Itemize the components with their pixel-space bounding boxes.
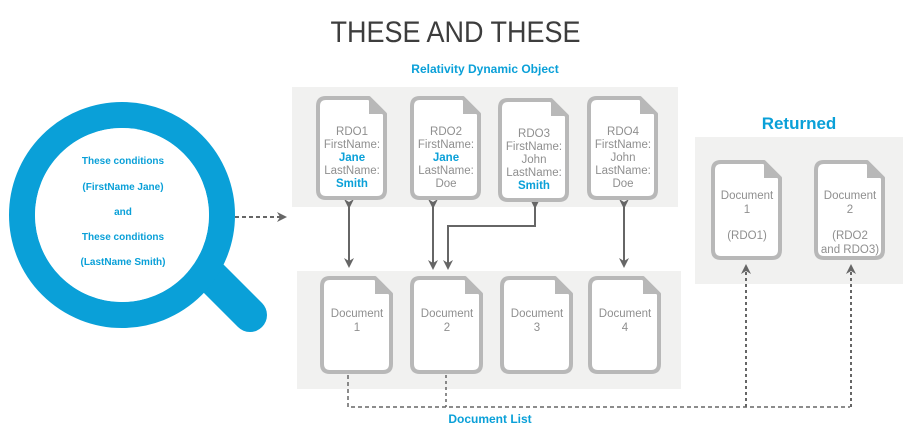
document-icon xyxy=(587,96,658,200)
returned-document-name: Document xyxy=(720,190,774,202)
document-card-3: Document 3 xyxy=(500,276,574,374)
rdo-section-label: Relativity Dynamic Object xyxy=(411,62,559,76)
rdo-id: RDO4 xyxy=(607,126,639,138)
first-name-value: Jane xyxy=(338,152,366,164)
returned-document-card-1: Document 1 (RDO1) xyxy=(711,160,783,260)
link-rdo3-doc2 xyxy=(443,199,540,270)
last-name-label: LastName: xyxy=(595,165,651,177)
returned-document-name: Document xyxy=(823,190,877,202)
first-name-label: FirstName: xyxy=(505,141,563,153)
returned-document-card-2: Document 2 (RDO2 and RDO3) xyxy=(814,160,886,260)
document-number: 4 xyxy=(621,322,629,334)
returned-document-number: 1 xyxy=(743,204,751,216)
document-card-4: Document 4 xyxy=(588,276,662,374)
last-name-value: Smith xyxy=(518,180,550,192)
document-list-label: Document List xyxy=(448,412,532,426)
first-name-label: FirstName: xyxy=(323,139,381,151)
magnifier-ring xyxy=(9,102,235,328)
document-name: Document xyxy=(598,308,652,320)
diagram-title: THESE AND THESE xyxy=(330,16,581,49)
document-number: 3 xyxy=(533,322,541,334)
search-condition-line: These conditions xyxy=(81,156,165,167)
document-icon xyxy=(316,96,387,200)
search-condition-line: These conditions xyxy=(81,232,165,243)
magnifying-glass-icon xyxy=(9,102,267,332)
return-path-base xyxy=(347,375,850,408)
document-number: 2 xyxy=(443,322,451,334)
returned-document-note: (RDO1) xyxy=(727,230,767,242)
rdo-id: RDO3 xyxy=(518,128,550,140)
first-name-value: Jane xyxy=(432,152,460,164)
first-name-value: John xyxy=(521,154,547,166)
search-condition-line: (LastName Smith) xyxy=(80,257,166,268)
last-name-label: LastName: xyxy=(506,167,562,179)
returned-label: Returned xyxy=(761,114,837,133)
document-icon xyxy=(410,276,483,374)
document-icon xyxy=(410,96,481,200)
document-card-2: Document 2 xyxy=(410,276,484,374)
first-name-label: FirstName: xyxy=(594,139,652,151)
last-name-label: LastName: xyxy=(324,165,380,177)
search-condition-line: (FirstName Jane) xyxy=(82,182,164,193)
last-name-value: Smith xyxy=(336,178,368,190)
returned-document-number: 2 xyxy=(846,204,854,216)
document-name: Document xyxy=(420,308,474,320)
last-name-label: LastName: xyxy=(418,165,474,177)
document-number: 1 xyxy=(353,322,361,334)
document-card-1: Document 1 xyxy=(320,276,394,374)
document-name: Document xyxy=(330,308,384,320)
last-name-value: Doe xyxy=(612,178,634,190)
document-icon xyxy=(814,160,885,260)
returned-document-note: and RDO3) xyxy=(820,244,880,256)
first-name-label: FirstName: xyxy=(417,139,475,151)
document-icon xyxy=(500,276,573,374)
rdo-id: RDO2 xyxy=(430,126,462,138)
last-name-value: Doe xyxy=(435,178,457,190)
first-name-value: John xyxy=(610,152,636,164)
document-name: Document xyxy=(510,308,564,320)
document-icon xyxy=(711,160,782,260)
returned-document-note: (RDO2 xyxy=(832,230,868,242)
document-icon xyxy=(588,276,661,374)
document-icon xyxy=(320,276,393,374)
rdo-id: RDO1 xyxy=(336,126,368,138)
document-icon xyxy=(498,98,569,202)
magnifier-lens xyxy=(35,128,209,302)
search-condition-line: and xyxy=(114,207,132,218)
